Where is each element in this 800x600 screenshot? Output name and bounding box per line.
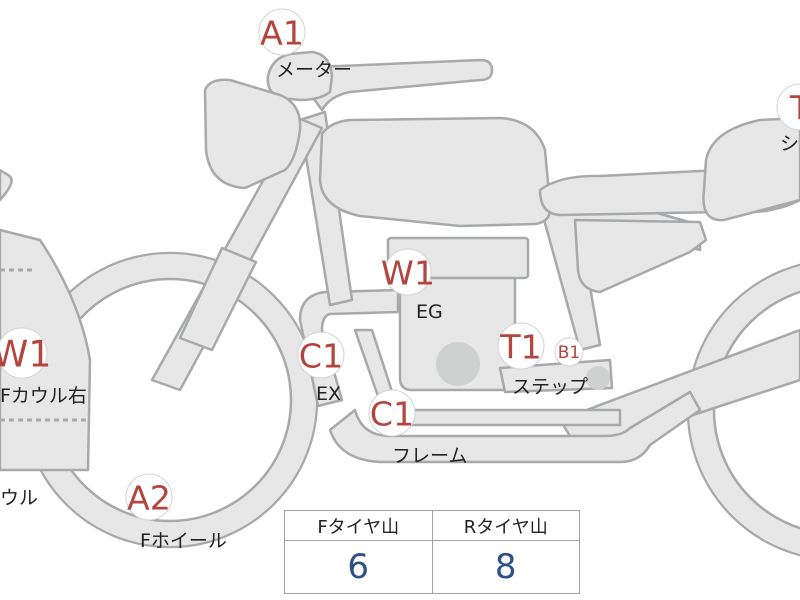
marker-frame-badge-code: C1 (370, 395, 414, 434)
tail-shape (702, 116, 800, 222)
marker-seat-label: シ (780, 133, 799, 155)
fuel-tank-shape (318, 116, 552, 228)
marker-exhaust-badge-code: C1 (299, 337, 343, 376)
engine-case-shape (398, 276, 517, 392)
marker-frame-badge-circle (368, 389, 416, 437)
marker-step-badge-circle (497, 322, 545, 370)
marker-frame-badge: C1 (368, 389, 416, 437)
marker-front-cowl-right-badge-code: W1 (0, 333, 51, 376)
down-tube-shape (298, 110, 354, 307)
marker-front-wheel-badge: A2 (125, 473, 173, 521)
marker-engine-label: EG (416, 301, 443, 323)
marker-front-wheel-label: Fホイール (140, 530, 227, 552)
marker-step-extra-badge-circle (554, 337, 584, 367)
frame-lower-shape (328, 390, 702, 464)
headlight-shape (203, 78, 302, 190)
front-cowl-shape (0, 168, 13, 202)
marker-frame-label: フレーム (392, 445, 467, 467)
rear-tire-header: Rタイヤ山 (431, 509, 580, 542)
marker-seat-badge-code: T (789, 89, 800, 128)
marker-step-badge-code: T1 (499, 328, 542, 367)
marker-front-wheel-badge-circle (125, 473, 173, 521)
marker-meter-label: メーター (276, 59, 352, 81)
marker-front-cowl-right-badge-circle (0, 327, 48, 379)
marker-meter-badge-code: A1 (260, 14, 304, 53)
marker-engine-badge-circle (384, 248, 432, 296)
marker-step-extra-badge: B1 (554, 337, 584, 367)
tread-header-row: Fタイヤ山 Rタイヤ山 (284, 509, 580, 542)
marker-exhaust-label: EX (316, 383, 341, 405)
marker-seat-badge-circle (776, 83, 800, 131)
front-tire-header: Fタイヤ山 (284, 509, 433, 542)
marker-step-extra-badge-code: B1 (558, 343, 580, 363)
marker-seat-badge: T (776, 83, 800, 131)
marker-exhaust-badge-circle (297, 331, 345, 379)
marker-engine-badge-code: W1 (381, 254, 435, 293)
fork-boot-shape (178, 246, 258, 352)
tire-tread-table: Fタイヤ山 Rタイヤ山 6 8 (284, 509, 580, 594)
marker-exhaust-badge: C1 (297, 331, 345, 379)
marker-meter-badge-circle (258, 8, 306, 56)
front-tire-value: 6 (284, 540, 433, 594)
marker-step-badge: T1 (497, 322, 545, 370)
marker-engine-badge: W1 (381, 248, 435, 296)
side-cover-shape (573, 218, 708, 294)
marker-meter-badge: A1 (258, 8, 306, 56)
rear-tire-value: 8 (431, 540, 580, 594)
engine-cover-shape (436, 342, 480, 386)
tread-value-row: 6 8 (284, 540, 580, 594)
marker-front-cowl-right-badge: W1 (0, 327, 51, 379)
marker-cowl-label: ウル (0, 487, 38, 509)
step-peg-shape (586, 366, 610, 390)
swingarm-shape (558, 328, 800, 454)
marker-front-wheel-badge-code: A2 (127, 479, 171, 518)
marker-step-label: ステップ (512, 376, 588, 398)
marker-front-cowl-right-label: Fカウル右 (0, 385, 87, 407)
